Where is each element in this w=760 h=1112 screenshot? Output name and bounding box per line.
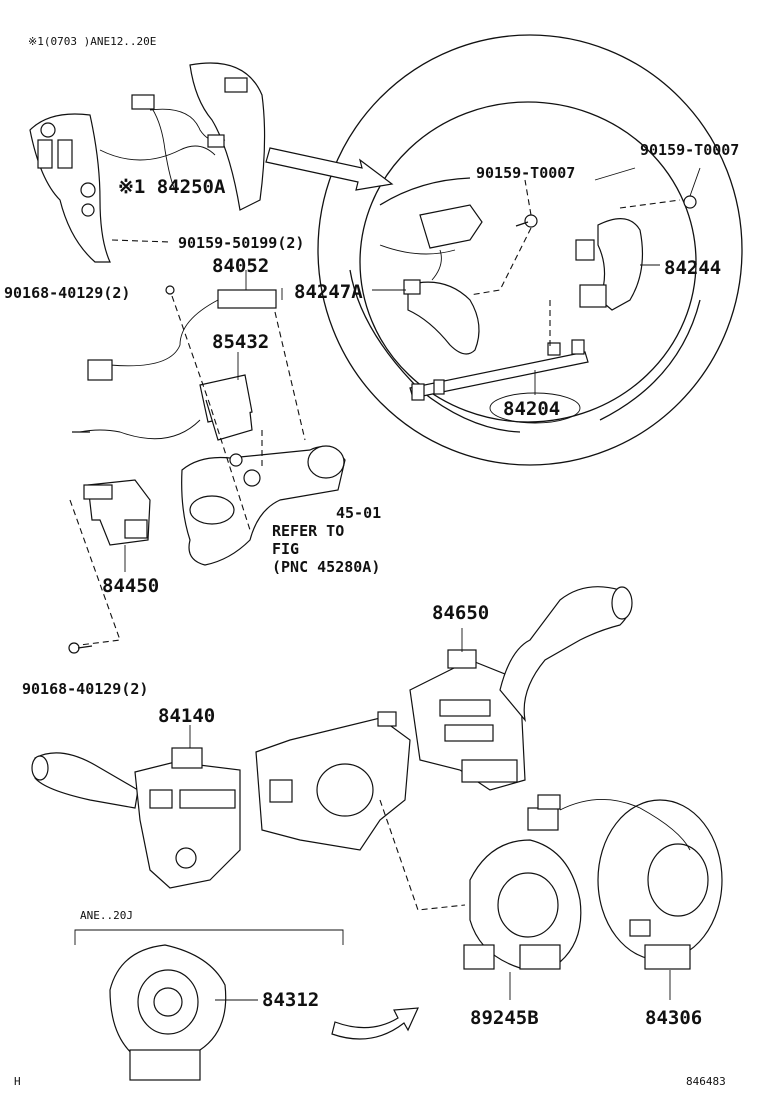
switch-84450-drawing bbox=[83, 479, 151, 546]
part-label-84244: 84244 bbox=[664, 257, 722, 279]
bar-84204-drawing bbox=[409, 339, 589, 401]
part-label-90159-T0007-b: 90159-T0007 bbox=[640, 141, 740, 159]
part-label-90168-40129-top: 90168-40129(2) bbox=[4, 284, 131, 302]
spiral-cable-84306-drawing bbox=[527, 794, 723, 970]
part-label-84312: 84312 bbox=[262, 989, 320, 1011]
connector-84052-drawing bbox=[87, 285, 277, 381]
part-label-90159-50199: 90159-50199(2) bbox=[178, 234, 305, 252]
part-label-84450: 84450 bbox=[102, 575, 160, 597]
switch-84650-drawing bbox=[409, 586, 633, 791]
part-label-84650: 84650 bbox=[432, 602, 490, 624]
ref-label-fig: FIG bbox=[272, 540, 300, 558]
ref-label-pnc: (PNC 45280A) bbox=[272, 558, 381, 576]
switch-84244-drawing bbox=[575, 195, 697, 311]
header-note: ※1(0703 )ANE12..20E bbox=[28, 35, 157, 48]
curved-arrow-icon bbox=[331, 1007, 419, 1040]
ref-label-refer-to: REFER TO bbox=[272, 522, 345, 540]
switch-84140-drawing bbox=[31, 747, 241, 889]
spiral-cable-89245B-drawing bbox=[463, 839, 582, 970]
switch-84247A-drawing bbox=[379, 204, 483, 355]
part-label-84306: 84306 bbox=[645, 1007, 703, 1029]
footer-left-code: H bbox=[14, 1075, 21, 1088]
part-label-90168-40129-bottom: 90168-40129(2) bbox=[22, 680, 149, 698]
bracket-drawing bbox=[255, 711, 411, 851]
module-85432-drawing bbox=[72, 374, 253, 441]
screw-icon bbox=[68, 642, 93, 654]
part-label-84140: 84140 bbox=[158, 705, 216, 727]
screw-icon bbox=[515, 214, 538, 228]
arrow-icon bbox=[265, 147, 394, 191]
column-cover-drawing bbox=[181, 445, 346, 566]
group-label-ane20j: ANE..20J bbox=[80, 909, 133, 922]
part-label-84052: 84052 bbox=[212, 255, 270, 277]
part-label-85432: 85432 bbox=[212, 331, 270, 353]
part-label-84247A: 84247A bbox=[294, 281, 363, 303]
illustration-number: 846483 bbox=[686, 1075, 726, 1088]
sensor-84312-drawing bbox=[109, 944, 227, 1081]
part-label-89245B: 89245B bbox=[470, 1007, 539, 1029]
part-label-84250A: ※1 84250A bbox=[118, 176, 226, 198]
part-label-90159-T0007-a: 90159-T0007 bbox=[476, 164, 576, 182]
ref-label-45-01: 45-01 bbox=[336, 504, 382, 522]
switch-84250A-drawing bbox=[29, 62, 266, 263]
part-label-84204: 84204 bbox=[503, 398, 561, 420]
